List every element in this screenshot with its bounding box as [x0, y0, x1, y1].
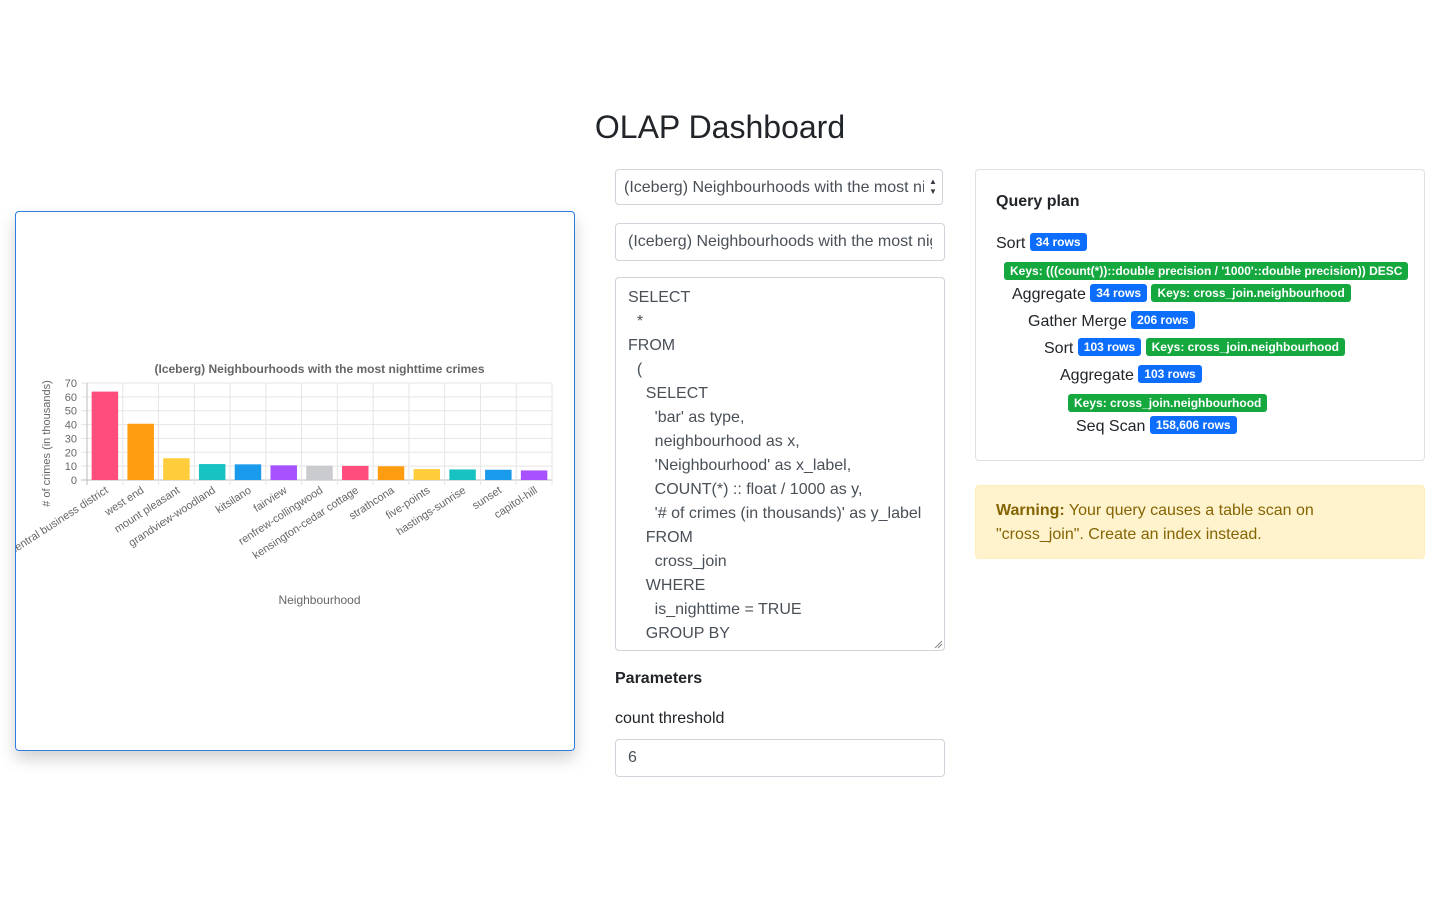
select-arrows-icon: ▲▼	[929, 177, 937, 196]
warning-text: Your query causes a table scan on "cross…	[996, 502, 1314, 543]
y-tick-label: 0	[71, 475, 77, 487]
bar-chart: (Iceberg) Neighbourhoods with the most n…	[16, 362, 553, 607]
rows-badge: 103 rows	[1077, 338, 1142, 356]
keys-badge: Keys: cross_join.neighbourhood	[1068, 394, 1268, 412]
sql-editor[interactable]: SELECT * FROM ( SELECT 'bar' as type, ne…	[615, 277, 945, 651]
bar	[449, 469, 476, 480]
page-title: OLAP Dashboard	[594, 109, 846, 145]
resize-grip-icon[interactable]	[933, 639, 943, 649]
query-name-input[interactable]	[615, 223, 945, 261]
bar	[413, 469, 441, 480]
plan-node-name: Sort	[996, 235, 1026, 252]
keys-badge: Keys: cross_join.neighbourhood	[1151, 284, 1351, 302]
bar	[485, 469, 512, 480]
rows-badge: 34 rows	[1090, 284, 1147, 302]
bar	[91, 391, 119, 480]
plan-node-name: Aggregate	[1060, 367, 1134, 384]
bar	[306, 465, 333, 480]
bar	[270, 465, 297, 480]
bar	[198, 464, 226, 480]
y-tick-label: 60	[65, 392, 77, 404]
plan-node-aggregate: Aggregate 34 rows Keys: cross_join.neigh…	[1012, 284, 1351, 305]
bar	[377, 466, 405, 480]
bar	[342, 465, 369, 480]
rows-badge: 34 rows	[1029, 233, 1087, 251]
bar	[127, 423, 154, 480]
keys-badge: Keys: (((count(*))::double precision / '…	[1004, 262, 1409, 280]
plan-node-gather-merge: Gather Merge 206 rows	[1028, 311, 1195, 332]
y-axis-label: # of crimes (in thousands)	[41, 380, 53, 507]
rows-badge: 158,606 rows	[1149, 416, 1237, 434]
y-tick-label: 50	[65, 406, 77, 418]
warning-label: Warning:	[996, 502, 1065, 519]
chart-title: (Iceberg) Neighbourhoods with the most n…	[154, 362, 484, 376]
rows-badge: 103 rows	[1138, 365, 1202, 383]
x-tick-label: central business district	[16, 484, 111, 556]
bar	[163, 458, 190, 480]
parameters-heading: Parameters	[615, 670, 703, 687]
plan-node-name: Sort	[1044, 340, 1074, 357]
bar	[234, 464, 262, 480]
plan-node-sort: Sort 34 rows	[996, 233, 1087, 254]
query-select[interactable]: (Iceberg) Neighbourhoods with the most n…	[615, 169, 943, 205]
y-tick-label: 70	[65, 378, 77, 390]
warning-alert: Warning: Your query causes a table scan …	[975, 485, 1425, 559]
y-tick-label: 10	[65, 461, 77, 473]
plan-node-sort: Sort 103 rows Keys: cross_join.neighbour…	[1044, 338, 1345, 359]
plan-node-aggregate: Aggregate 103 rows	[1060, 365, 1202, 386]
plan-node-seq-scan: Seq Scan 158,606 rows	[1076, 416, 1237, 437]
plan-node-name: Gather Merge	[1028, 313, 1127, 330]
y-tick-label: 30	[65, 433, 77, 445]
rows-badge: 206 rows	[1131, 311, 1195, 329]
plan-node-name: Aggregate	[1012, 286, 1086, 303]
query-plan-heading: Query plan	[996, 193, 1080, 210]
count-threshold-label: count threshold	[615, 710, 725, 727]
x-tick-label: kitsilano	[214, 484, 254, 516]
chart-card: (Iceberg) Neighbourhoods with the most n…	[15, 211, 575, 751]
bar	[520, 470, 548, 480]
y-tick-label: 40	[65, 420, 77, 432]
query-plan-card	[975, 169, 1425, 461]
y-tick-label: 20	[65, 447, 77, 459]
query-select-value: (Iceberg) Neighbourhoods with the most n…	[624, 179, 924, 196]
x-axis-label: Neighbourhood	[278, 593, 360, 607]
plan-node-name: Seq Scan	[1076, 418, 1146, 435]
count-threshold-input[interactable]	[615, 739, 945, 777]
keys-badge: Keys: cross_join.neighbourhood	[1145, 338, 1345, 356]
